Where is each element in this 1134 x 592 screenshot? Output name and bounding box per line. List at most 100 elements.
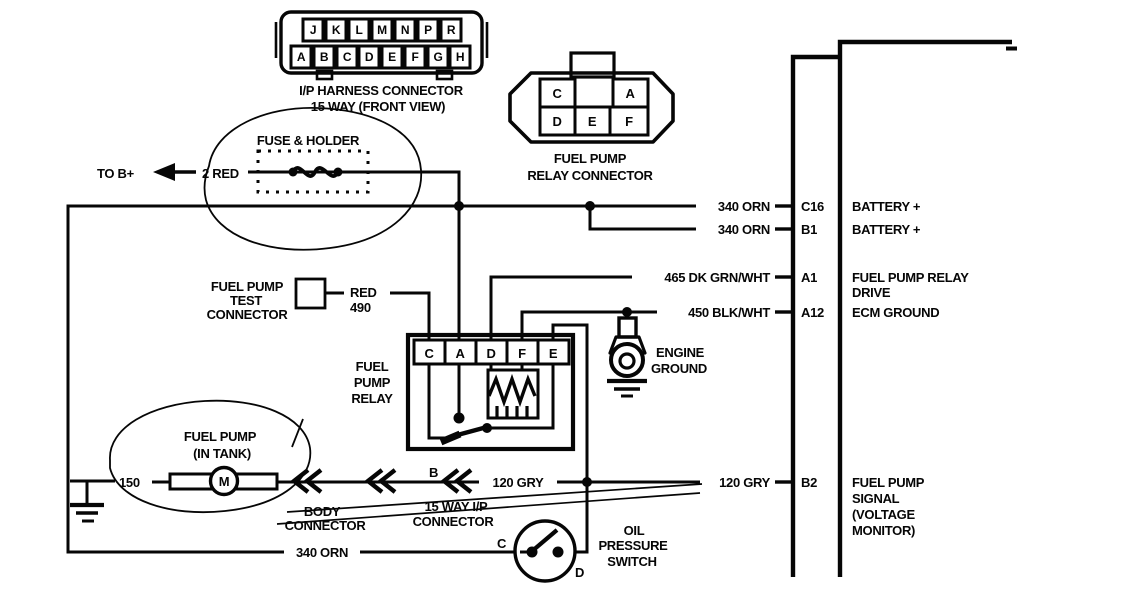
left-arrow-icon [153,163,175,181]
ip-cavity-label: J [310,23,316,37]
junction-dot [585,201,595,211]
fuel-pump-relay-connector: C A D E F FUEL PUMP RELAY CONNECTOR [508,51,675,183]
ecm-desc-battery2: BATTERY + [852,222,921,237]
engine-ground-caption2: GROUND [651,361,707,376]
ip-connector-foot-left [315,69,334,81]
wire-left-loop-340-orn [66,204,459,554]
to-b-plus-label: TO B+ [97,166,135,181]
ip-cavity-label: E [388,50,396,64]
relay-caption1: FUEL [356,359,389,374]
ip-cavity-label: K [332,23,341,37]
relay-coil-core-hatches [495,406,529,418]
oil-switch-arm [529,528,559,554]
relay-terminal-label: A [455,346,465,361]
ecm-desc-ecm-ground: ECM GROUND [852,305,939,320]
relay-terminal-label: C [424,346,434,361]
ip-cavity-label: A [297,50,306,64]
ecm-pin-b1: B1 [801,222,817,237]
ip-connector-foot-right [435,69,454,81]
wire-label-340-orn-c16: 340 ORN [718,199,770,214]
relay-terminal-label: F [518,346,526,361]
engine-ground: ENGINE GROUND [607,312,707,398]
body-connector-caption1: BODY [304,504,341,519]
relay-switch-arm [449,424,488,440]
ip-cavity-label: G [433,50,442,64]
oil-switch-terminal-d-label: D [575,565,584,580]
ecm-desc-fp-signal2: SIGNAL [852,491,900,506]
inline-connectors: B BODY CONNECTOR 15 WAY I/P CONNECTOR [285,465,495,533]
relay-terminal-label: E [549,346,558,361]
fuse-terminal-dot [333,167,343,177]
relay-connector-caption-line2: RELAY CONNECTOR [527,168,653,183]
wire-label-150: 150 [119,475,140,490]
ip-cavity-label: P [424,23,432,37]
oil-pressure-switch: C D OIL PRESSURE SWITCH [497,519,668,583]
ip-15way-connector-icon-mid [364,468,397,494]
ip-cavity-label: N [401,23,409,37]
ip-cavity-label: L [355,23,362,37]
wire-red-490 [390,291,431,340]
wire-fused-b-plus [248,170,461,206]
relay-connector-cell-f [608,105,650,137]
ring-terminal-crimp [617,316,638,339]
wire-465-dk-grn-wht [489,275,632,340]
fuel-pump-relay: FUEL PUMP RELAY C A D F E [351,332,576,452]
fuse-terminal-dot [288,167,298,177]
engine-ground-caption1: ENGINE [656,345,705,360]
fuel-pump-caption2: (IN TANK) [193,446,251,461]
ip-cavity-label: R [447,23,456,37]
relay-caption3: RELAY [351,391,393,406]
ecm-desc-fp-signal4: MONITOR) [852,523,915,538]
ecm-boundary [790,39,1017,577]
ip-connector-caption-line1: I/P HARNESS CONNECTOR [299,83,464,98]
fuse-holder-label: FUSE & HOLDER [257,133,360,148]
wire-label-2-red: 2 RED [202,166,239,181]
ip-connector-bottom-row [289,44,472,70]
body-connector-icon [290,468,323,494]
ip-cavity-label: M [377,23,387,37]
wire-340-orn-b1 [588,206,696,231]
relay-coil-winding-icon [487,373,537,408]
wire-label-465: 465 DK GRN/WHT [664,270,770,285]
ip-15way-connector-icon [440,468,473,494]
wire-450-blk-wht [520,310,657,340]
relay-contact-c-lead [427,364,446,440]
ecm-pin-a1: A1 [801,270,817,285]
ip-connector-shell [279,10,484,75]
terminal-b-label: B [429,465,438,480]
relay-connector-shell [508,71,675,144]
ip-connector-top-row [301,17,463,43]
ecm-desc-fp-signal3: (VOLTAGE [852,507,915,522]
hand-drawn-pointer-line-1 [286,483,703,513]
hand-drawn-pointer-line-2 [276,492,701,525]
circuit-wires: 340 ORN 340 ORN 465 DK GRN/WHT 450 BLK/W… [66,170,791,560]
oil-switch-caption1: OIL [624,523,645,538]
relay-connector-cell-label: C [552,86,562,101]
ip-connector-caption-line2: 15 WAY (FRONT VIEW) [311,99,445,114]
relay-connector-cell-label: F [625,114,633,129]
relay-contact-dot-a [453,412,465,424]
hand-drawn-tick [291,418,304,448]
ecm-desc-battery1: BATTERY + [852,199,921,214]
annotation-lines [276,483,703,525]
wire-relay-e-output [551,323,589,554]
wire-label-120-gry: 120 GRY [493,475,545,490]
hand-drawn-circle-pump [109,399,312,514]
wire-label-red: RED [350,285,377,300]
junction-dot [454,201,464,211]
ring-terminal-hole [618,352,636,370]
wire-label-450: 450 BLK/WHT [688,305,770,320]
ip-harness-connector: J K L M N P R A B C D E F G H I/P HARNES… [274,10,489,114]
ip-cavity-label: F [411,50,418,64]
ecm-outer-edge [837,39,1012,577]
ip-cavity-label: C [343,50,352,64]
ecm-desc-relay-drive2: DRIVE [852,285,891,300]
wire-label-340-orn-bottom: 340 ORN [296,545,348,560]
test-connector-caption2: TEST [230,293,262,308]
ip-cavity-label: H [456,50,464,64]
wire-label-490: 490 [350,300,371,315]
relay-connector-caption-line1: FUEL PUMP [554,151,627,166]
wire-label-120-gry-b2: 120 GRY [719,475,771,490]
motor-icon [208,465,240,497]
